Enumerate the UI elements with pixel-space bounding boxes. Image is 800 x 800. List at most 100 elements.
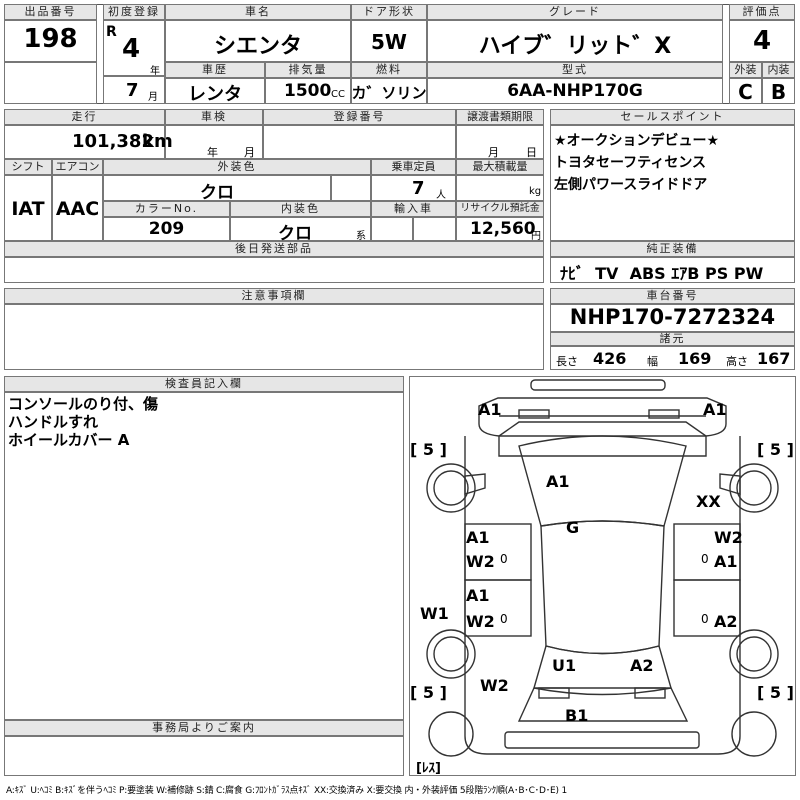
mark-rr-door-a: A2 xyxy=(714,612,738,631)
office-header: 事務局よりご案内 xyxy=(4,720,404,736)
inspector-note: コンソールのり付、傷 xyxy=(8,395,159,413)
later-parts-header: 後日発送部品 xyxy=(4,241,544,257)
legend: A:ｷｽﾞ U:ﾍｺﾐ B:ｷｽﾞを伴うﾍｺﾐ P:要塗装 W:補修跡 S:錆 … xyxy=(6,786,567,796)
first-reg-month-unit: 月 xyxy=(148,92,158,103)
car-name-cell xyxy=(165,20,351,62)
model-cell xyxy=(427,78,723,104)
history-cell xyxy=(165,78,265,104)
interior-grade: B xyxy=(770,80,787,104)
fuel-header: 燃料 xyxy=(351,62,427,78)
tail-lamp-left xyxy=(538,687,570,699)
inspector-note: ホイールカバー A xyxy=(8,431,130,449)
door-cell xyxy=(351,20,427,62)
sales-point: トヨタセーフティセンス xyxy=(554,155,707,171)
mark-windshield: A1 xyxy=(546,472,570,491)
later-parts-cell xyxy=(4,257,544,283)
hood xyxy=(498,421,707,457)
grade-header: グレード xyxy=(427,4,723,20)
aircon: AAC xyxy=(55,198,100,220)
interior-grade-header: 内装 xyxy=(762,62,795,78)
mark-lr-door-0: 0 xyxy=(500,612,508,626)
mark-left-quarter: W1 xyxy=(420,604,449,623)
tire-front-left xyxy=(426,463,476,513)
tire-rear-left-inner xyxy=(433,636,469,672)
recycle-cell xyxy=(456,217,544,241)
mark-tire-rr: [ 5 ] xyxy=(757,683,794,702)
first-reg-year: 4 xyxy=(122,34,141,64)
height: 167 xyxy=(757,349,791,368)
shaken-month: 月 xyxy=(244,146,255,159)
grade: ハイブ゛リット゛X xyxy=(478,34,672,59)
first-reg-year-unit: 年 xyxy=(150,66,160,77)
body-outline xyxy=(464,436,741,755)
int-color-header: 内装色 xyxy=(230,201,371,217)
left-rear-door xyxy=(464,579,532,637)
int-color-suffix: 系 xyxy=(356,231,366,242)
model-header: 型式 xyxy=(427,62,723,78)
length-label: 長さ xyxy=(556,355,578,368)
lot-no-cell xyxy=(4,20,97,62)
length: 426 xyxy=(593,349,627,368)
lot-no-blank xyxy=(4,62,97,104)
rear-bumper xyxy=(504,731,700,749)
door-type: 5W xyxy=(371,30,407,54)
ext-color-extra xyxy=(331,175,371,201)
sales-point: ★オークションデビュー★ xyxy=(554,133,720,149)
shaken-header: 車検 xyxy=(165,109,263,125)
sales-points-cell xyxy=(550,125,795,241)
mark-front-right: A1 xyxy=(703,400,727,419)
lot-no: 198 xyxy=(23,24,78,54)
inspector-note: ハンドルすれ xyxy=(8,413,99,431)
chassis-cell xyxy=(550,304,795,332)
int-color: クロ xyxy=(278,224,312,244)
inspector-notes: コンソールのり付、傷 ハンドルすれ ホイールカバー A xyxy=(8,395,158,449)
tire-front-right xyxy=(729,463,779,513)
height-label: 高さ xyxy=(726,355,748,368)
mark-lr-door-a: A1 xyxy=(466,586,490,605)
ext-color: クロ xyxy=(200,183,234,203)
displacement-cell xyxy=(265,78,351,104)
interior-grade-cell xyxy=(762,78,795,104)
notes-cell xyxy=(4,304,544,370)
recycle: 12,560 xyxy=(470,219,536,239)
mark-rear-left: W2 xyxy=(480,676,509,695)
mark-lf-door-w: W2 xyxy=(466,552,495,571)
mark-rf-door-w: W2 xyxy=(714,528,743,547)
transfer-month: 月 xyxy=(488,146,499,159)
aircon-header: エアコン xyxy=(52,159,103,175)
first-reg-header: 初度登録 xyxy=(103,4,165,20)
width: 169 xyxy=(678,349,712,368)
transfer-cell xyxy=(456,125,544,159)
equipment-cell xyxy=(550,257,795,283)
reg-no-header: 登録番号 xyxy=(263,109,456,125)
color-no-cell xyxy=(103,217,230,241)
score-cell xyxy=(729,20,795,62)
capacity: 7 xyxy=(412,178,425,199)
shift-cell xyxy=(4,175,52,241)
mark-rr-door-0: 0 xyxy=(701,612,709,626)
inspector-header: 検査員記入欄 xyxy=(4,376,404,392)
grille-left xyxy=(518,409,550,419)
history-header: 車歴 xyxy=(165,62,265,78)
displacement: 1500 xyxy=(284,81,332,101)
spare-tire-left xyxy=(428,711,474,757)
width-label: 幅 xyxy=(647,355,658,368)
damage-diagram-frame xyxy=(409,376,796,776)
mark-tire-fr: [ 5 ] xyxy=(757,440,794,459)
transfer-header: 譲渡書類期限 xyxy=(456,109,544,125)
specs-header: 諸元 xyxy=(550,332,795,346)
mark-lf-door-0: 0 xyxy=(500,552,508,566)
right-rear-door xyxy=(673,579,741,637)
rear-gate xyxy=(517,687,689,722)
mark-rf-door-a: A1 xyxy=(714,552,738,571)
mark-lf-door-a: A1 xyxy=(466,528,490,547)
office-cell xyxy=(4,736,404,776)
mark-rear-gate-a: A2 xyxy=(630,656,654,675)
mark-rear-bumper: B1 xyxy=(565,706,589,725)
recycle-unit: 円 xyxy=(531,231,541,242)
shaken-year: 年 xyxy=(207,146,218,159)
equipment: ﾅﾋﾞ TV ABS ｴｱB PS PW xyxy=(560,264,764,283)
exterior-grade: C xyxy=(738,80,753,104)
mileage-header: 走行 xyxy=(4,109,165,125)
recycle-header: リサイクル預託金 xyxy=(456,201,544,217)
